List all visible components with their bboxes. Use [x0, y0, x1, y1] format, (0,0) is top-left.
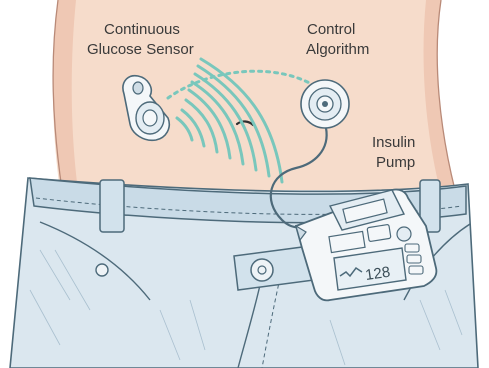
pump-reading: 128 [364, 264, 391, 284]
sensor-label-line2: Glucose Sensor [87, 40, 194, 59]
algorithm-label-line2: Algorithm [306, 40, 369, 59]
algorithm-label-line1: Control [307, 20, 355, 39]
sensor-label-line1: Continuous [104, 20, 180, 39]
pump-label-line1: Insulin [372, 133, 415, 152]
pump-label-line2: Pump [376, 153, 415, 172]
rivet-left [96, 264, 108, 276]
jeans-button [251, 259, 273, 281]
control-algorithm-device [301, 80, 349, 128]
belt-loop-left [100, 180, 124, 232]
